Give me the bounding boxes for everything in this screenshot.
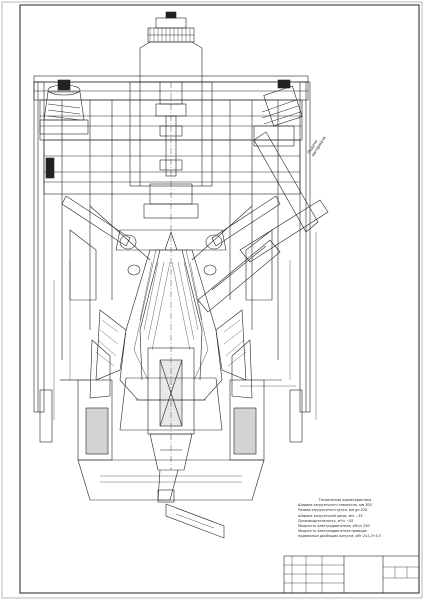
crusher-arms bbox=[61, 195, 281, 301]
spec-row: Ширина загрузочной щели, мм …35 bbox=[298, 513, 363, 518]
dimension-lines bbox=[53, 232, 317, 483]
spec-row: Мощность электродвигателя привода bbox=[298, 529, 367, 534]
spec-row: Ширина загрузочного отверстия, мм 300 bbox=[298, 503, 372, 508]
crusher-assembly bbox=[33, 11, 329, 539]
bearing-housing bbox=[119, 347, 223, 471]
spec-row: Производительность, м³/ч ~55 bbox=[298, 518, 354, 523]
spec-row: Мощность электродвигателя, кВт/ч 250 bbox=[298, 524, 370, 529]
discharge-chute bbox=[157, 469, 225, 539]
section-hatching bbox=[95, 261, 247, 367]
crushing-cone bbox=[89, 229, 253, 401]
spec-heading: Техническая характеристика bbox=[318, 498, 372, 502]
spec-row: подвижных дробящих конусов, кВт 2х1,2+5,… bbox=[298, 534, 381, 539]
technical-specification: Техническая характеристика Ширина загруз… bbox=[298, 498, 398, 540]
drive-motor bbox=[139, 11, 203, 83]
spec-row: Размер загрузочного куска, мм до 220 bbox=[298, 508, 368, 513]
right-spring-unit bbox=[253, 79, 303, 147]
left-spring-unit bbox=[39, 79, 89, 179]
drive-shaft bbox=[143, 81, 199, 470]
title-block bbox=[283, 555, 420, 594]
inner-drawing-frame bbox=[19, 4, 420, 594]
